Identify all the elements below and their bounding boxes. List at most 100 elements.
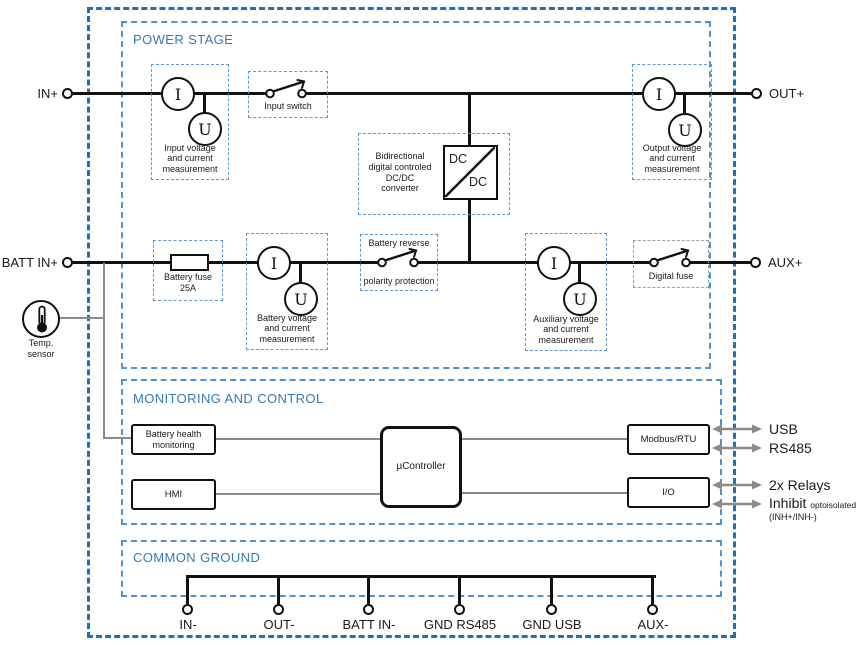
uc-io-link bbox=[461, 492, 628, 494]
in-plus-label: IN+ bbox=[37, 86, 58, 101]
relays-label: 2x Relays bbox=[769, 477, 831, 493]
battery-health-label: Battery health monitoring bbox=[145, 428, 202, 450]
rs485-arrow-icon bbox=[712, 443, 762, 453]
battery-fuse-symbol bbox=[170, 254, 209, 271]
dcdc-bottom-text: DC bbox=[469, 175, 488, 189]
in-plus-terminal bbox=[62, 88, 73, 99]
usb-label: USB bbox=[769, 421, 798, 437]
ground-drop-out bbox=[277, 578, 280, 604]
hmi-block: HMI bbox=[131, 479, 216, 510]
input-iu-tap bbox=[203, 94, 206, 114]
power-stage-title: POWER STAGE bbox=[133, 32, 234, 47]
battery-reverse-label-bottom: polarity protection bbox=[363, 276, 435, 287]
output-iu-tap bbox=[683, 94, 686, 115]
relays-arrow-icon bbox=[712, 480, 762, 490]
gnd-rs485-terminal bbox=[454, 604, 465, 615]
dcdc-converter-label: Bidirectional digital controled DC/DC co… bbox=[368, 151, 432, 194]
ground-bus bbox=[186, 575, 656, 578]
batt-in-plus-terminal bbox=[62, 257, 73, 268]
dcdc-converter-box: Bidirectional digital controled DC/DC co… bbox=[358, 133, 510, 215]
io-block: I/O bbox=[627, 477, 710, 508]
input-switch-icon bbox=[265, 79, 307, 99]
gnd-usb-terminal bbox=[546, 604, 557, 615]
battery-health-block: Battery health monitoring bbox=[131, 424, 216, 455]
out-plus-label: OUT+ bbox=[769, 86, 805, 101]
input-power-line-right bbox=[305, 92, 753, 95]
output-measure-label: Output voltage and current measurement bbox=[642, 142, 702, 175]
gnd-rs485-label: GND RS485 bbox=[423, 617, 497, 632]
common-ground-title: COMMON GROUND bbox=[133, 550, 261, 565]
monitoring-title: MONITORING AND CONTROL bbox=[133, 391, 324, 406]
ground-drop-rs485 bbox=[458, 578, 461, 604]
common-ground-frame bbox=[121, 540, 722, 597]
input-switch-label: Input switch bbox=[264, 101, 312, 112]
input-measure-label: Input voltage and current measurement bbox=[162, 142, 218, 175]
battery-measure-box: Battery voltage and current measurement bbox=[246, 233, 328, 350]
in-minus-terminal bbox=[182, 604, 193, 615]
hmi-uc-link bbox=[216, 493, 381, 495]
input-current-meter: I bbox=[161, 77, 195, 111]
aux-iu-tap bbox=[578, 263, 581, 284]
batt-in-plus-label: BATT IN+ bbox=[1, 255, 58, 270]
aux-plus-terminal bbox=[750, 257, 761, 268]
out-minus-label: OUT- bbox=[263, 617, 295, 632]
out-minus-terminal bbox=[273, 604, 284, 615]
battery-line-right bbox=[689, 261, 752, 264]
aux-current-meter: I bbox=[537, 246, 571, 280]
output-measure-box: Output voltage and current measurement bbox=[632, 64, 712, 180]
ground-drop-aux bbox=[651, 578, 654, 604]
batt-in-minus-terminal bbox=[363, 604, 374, 615]
uc-modbus-link bbox=[461, 438, 628, 440]
aux-measure-label: Auxiliary voltage and current measuremen… bbox=[533, 313, 599, 346]
out-plus-terminal bbox=[751, 88, 762, 99]
temp-sensor bbox=[22, 300, 60, 338]
aux-plus-label: AUX+ bbox=[768, 255, 803, 270]
aux-minus-label: AUX- bbox=[637, 617, 669, 632]
input-measure-box: Input voltage and current measurement bbox=[151, 64, 229, 180]
inhibit-note: optoisolated bbox=[810, 500, 857, 510]
battery-line-mid bbox=[417, 261, 651, 264]
battery-fuse-label: Battery fuse 25A bbox=[163, 272, 213, 294]
control-link-vertical bbox=[103, 263, 105, 439]
digital-fuse-label: Digital fuse bbox=[648, 271, 694, 282]
inhibit-text: Inhibit bbox=[769, 495, 807, 511]
battery-reverse-label-top: Battery reverse bbox=[368, 238, 430, 248]
battery-measure-label: Battery voltage and current measurement bbox=[256, 312, 318, 345]
ucontroller-block: µController bbox=[380, 426, 462, 508]
aux-minus-terminal bbox=[647, 604, 658, 615]
inhibit-arrow-icon bbox=[712, 499, 762, 509]
digital-fuse-box: Digital fuse bbox=[633, 240, 709, 288]
inhibit-label: Inhibit optoisolated bbox=[769, 495, 856, 511]
bh-uc-link bbox=[216, 438, 381, 440]
aux-measure-box: Auxiliary voltage and current measuremen… bbox=[525, 233, 607, 351]
in-minus-label: IN- bbox=[179, 617, 197, 632]
output-current-meter: I bbox=[642, 77, 676, 111]
dcdc-diagonal-icon bbox=[445, 147, 495, 197]
aux-voltage-meter: U bbox=[563, 282, 597, 316]
battery-reverse-box: Battery reverse polarity protection bbox=[360, 234, 438, 291]
battery-reverse-switch-icon bbox=[377, 248, 419, 268]
battery-voltage-meter: U bbox=[284, 282, 318, 316]
inhibit-sub-label: (INH+/INH-) bbox=[769, 512, 817, 522]
usb-arrow-icon bbox=[712, 424, 762, 434]
battery-iu-tap bbox=[299, 263, 302, 284]
battery-line-left bbox=[70, 261, 379, 264]
rs485-label: RS485 bbox=[769, 440, 812, 456]
temp-sensor-link bbox=[59, 317, 104, 319]
dcdc-top-text: DC bbox=[449, 152, 468, 166]
output-voltage-meter: U bbox=[668, 113, 702, 147]
ground-drop-in bbox=[186, 578, 189, 604]
battery-fuse-box: Battery fuse 25A bbox=[153, 240, 223, 301]
gnd-usb-label: GND USB bbox=[522, 617, 582, 632]
digital-fuse-switch-icon bbox=[649, 248, 691, 268]
thermometer-icon bbox=[36, 305, 47, 332]
input-voltage-meter: U bbox=[188, 112, 222, 146]
batt-in-minus-label: BATT IN- bbox=[342, 617, 396, 632]
ground-drop-batt bbox=[367, 578, 370, 604]
modbus-block: Modbus/RTU bbox=[627, 424, 710, 455]
dcdc-symbol: DC DC bbox=[443, 145, 498, 200]
temp-sensor-label: Temp. sensor bbox=[27, 338, 55, 359]
battery-current-meter: I bbox=[257, 246, 291, 280]
ground-drop-usb bbox=[550, 578, 553, 604]
